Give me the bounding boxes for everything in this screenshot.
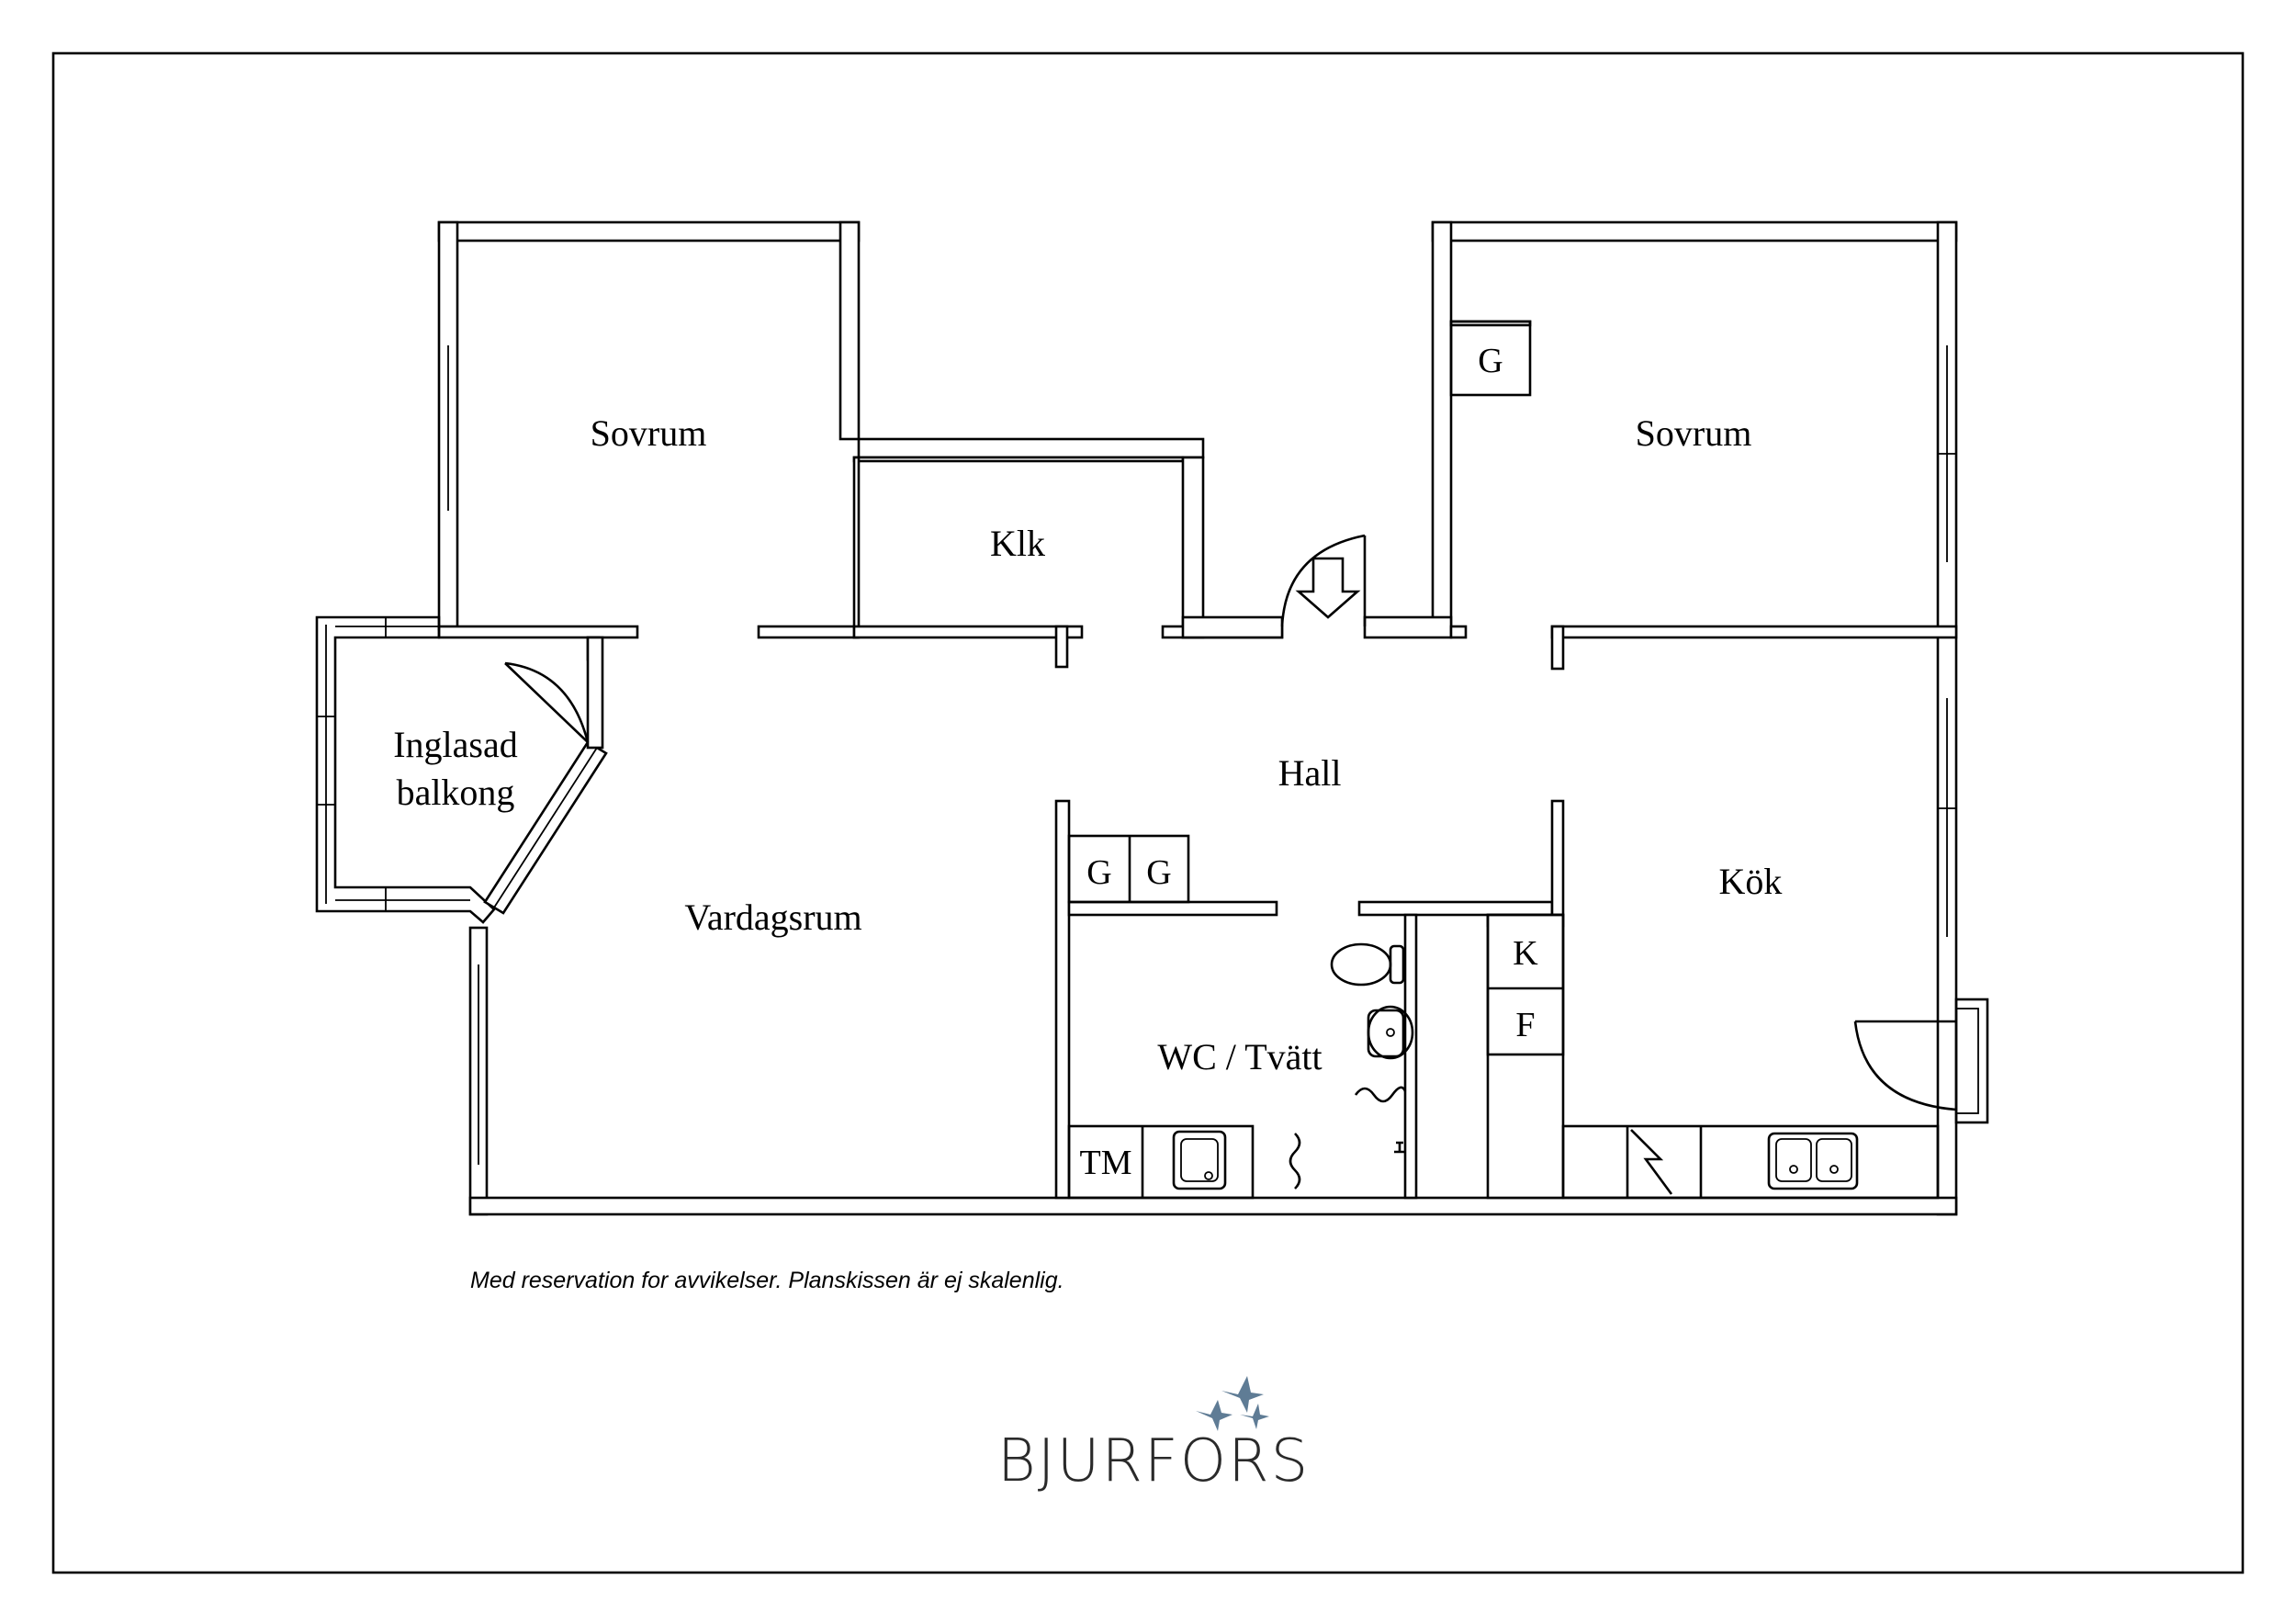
room-label-wc-tvatt: WC / Tvätt <box>1157 1036 1322 1077</box>
glazed-balcony <box>315 615 608 924</box>
storage-label-g-hall-2: G <box>1146 853 1171 892</box>
room-label-kok: Kök <box>1719 861 1783 902</box>
windows <box>447 345 1956 1165</box>
room-label-sovrum-right: Sovrum <box>1636 412 1752 454</box>
wc-fixtures <box>1067 942 1414 1200</box>
storage-boxes <box>1067 320 1532 904</box>
room-label-sovrum-left: Sovrum <box>591 412 707 454</box>
room-label-balkong: balkong <box>397 772 515 813</box>
bjurfors-logo: BJURFORS <box>997 1376 1310 1495</box>
kitchen-door <box>1853 998 1989 1124</box>
room-label-inglasad: Inglasad <box>393 724 518 765</box>
dryer-label: TM <box>1080 1144 1132 1182</box>
storage-label-g-bedroom: G <box>1478 342 1503 380</box>
room-label-klk: Klk <box>990 523 1045 564</box>
entrance-door <box>1280 534 1367 627</box>
storage-label-g-hall-1: G <box>1086 853 1111 892</box>
room-label-hall: Hall <box>1278 752 1342 794</box>
fridge-label: K <box>1513 934 1538 973</box>
page-frame <box>51 51 2245 1574</box>
freezer-label: F <box>1515 1006 1535 1044</box>
disclaimer-text: Med reservation for avvikelser. Planskis… <box>470 1268 1064 1293</box>
room-label-vardagsrum: Vardagsrum <box>684 897 861 938</box>
brand-wordmark: BJURFORS <box>997 1427 1310 1495</box>
walls <box>437 220 1958 1216</box>
birds-logo-icon <box>1196 1376 1269 1431</box>
kitchen-fixtures <box>1486 913 1940 1200</box>
